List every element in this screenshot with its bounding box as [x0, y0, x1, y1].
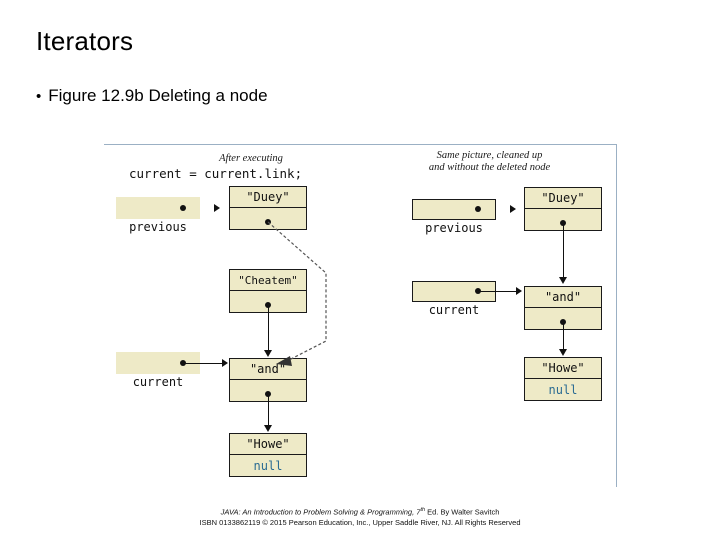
left-node-howe: "Howe" null [229, 433, 307, 477]
figure-12-9b: After executing current = current.link; … [104, 144, 617, 487]
left-current-pointer-box [116, 352, 200, 374]
footer-line-1: JAVA: An Introduction to Problem Solving… [0, 505, 720, 518]
left-and-to-howe-arrowhead-icon [264, 425, 272, 432]
left-panel-code: current = current.link; [129, 166, 303, 181]
left-node-duey-data: "Duey" [230, 187, 306, 208]
right-previous-pointer-box [412, 199, 496, 220]
left-node-duey-link-dot [265, 219, 271, 225]
footer-edition-sup: th [420, 507, 426, 513]
right-node-duey-data: "Duey" [525, 188, 601, 209]
left-previous-arrowhead-icon [214, 204, 220, 212]
left-previous-pointer-box [116, 197, 200, 219]
left-previous-pointer-dot [180, 205, 186, 211]
right-node-howe-data: "Howe" [525, 358, 601, 379]
left-current-arrowhead-icon [222, 359, 228, 367]
right-and-to-howe-arrowhead-icon [559, 349, 567, 356]
right-and-to-howe-line [562, 322, 564, 351]
footer-book-title: JAVA: An Introduction to Problem Solving… [220, 507, 413, 517]
left-node-howe-link: null [253, 458, 283, 473]
figure-canvas: After executing current = current.link; … [104, 145, 616, 487]
right-previous-arrowhead-icon [510, 205, 516, 213]
bullet-text: Figure 12.9b Deleting a node [48, 86, 268, 105]
footer-line-2: ISBN 0133862119 © 2015 Pearson Education… [199, 518, 521, 527]
footer-credit: JAVA: An Introduction to Problem Solving… [0, 505, 720, 529]
left-panel-caption: After executing [219, 153, 283, 164]
right-duey-to-and-arrowhead-icon [559, 277, 567, 284]
left-node-and-data: "and" [230, 359, 306, 380]
right-panel-caption-line1: Same picture, cleaned up [436, 150, 543, 161]
right-previous-pointer-label: previous [425, 221, 483, 235]
right-duey-to-and-line [562, 223, 564, 279]
page-title: Iterators [36, 26, 134, 56]
right-node-howe-link: null [548, 382, 578, 397]
footer-author: Ed. By Walter Savitch [425, 507, 500, 517]
bullet-marker-icon: • [36, 88, 42, 105]
left-and-to-howe-line [267, 394, 269, 427]
left-current-connector-line [183, 362, 223, 364]
right-previous-pointer-dot [475, 206, 481, 212]
right-node-and-data: "and" [525, 287, 601, 308]
right-current-pointer-label: current [428, 303, 480, 317]
left-cheatem-to-and-arrowhead-icon [264, 350, 272, 357]
bullet-item: • Figure 12.9b Deleting a node [36, 86, 268, 106]
right-panel-caption-line2: and without the deleted node [428, 162, 551, 173]
left-current-pointer-label: current [132, 375, 184, 389]
right-current-connector-line [478, 290, 518, 292]
left-previous-pointer-label: previous [129, 220, 187, 234]
right-current-arrowhead-icon [516, 287, 522, 295]
left-cheatem-to-and-line [267, 305, 269, 352]
right-node-howe: "Howe" null [524, 357, 602, 401]
left-node-cheatem-data: "Cheatem" [230, 270, 306, 291]
left-node-howe-data: "Howe" [230, 434, 306, 455]
footer-edition-sep: , 7 [412, 507, 421, 517]
